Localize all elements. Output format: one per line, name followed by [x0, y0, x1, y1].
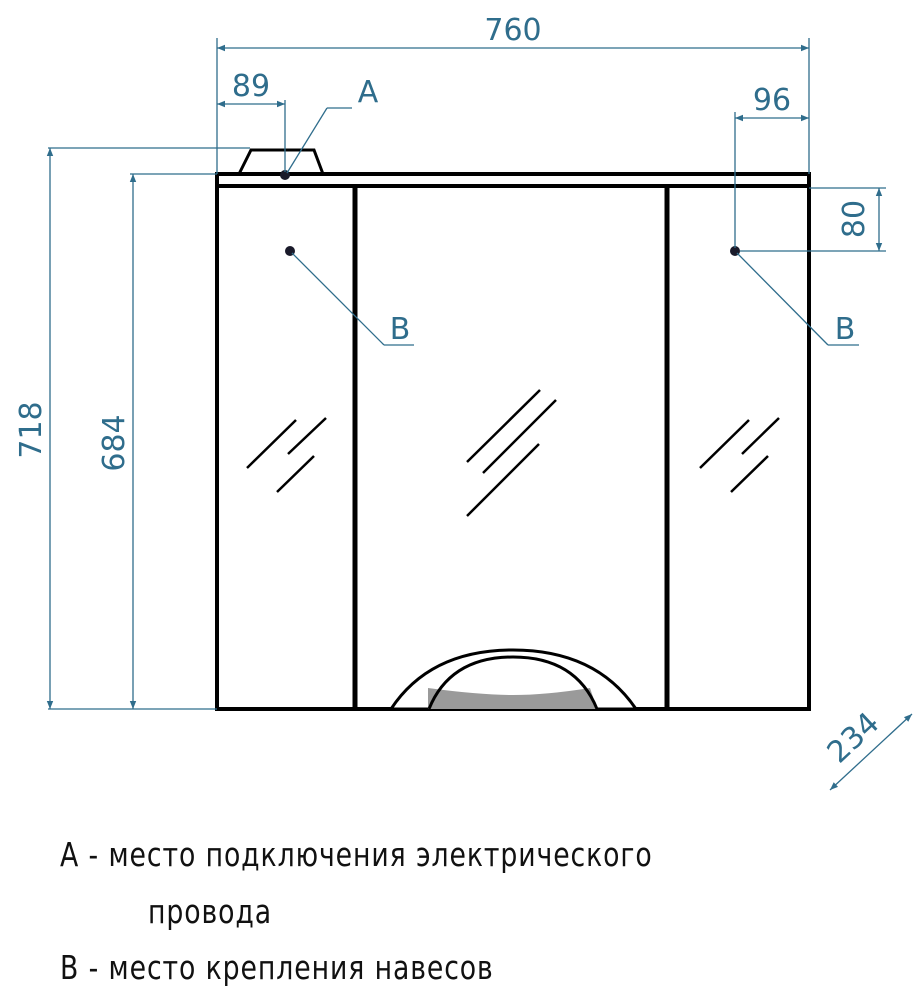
leader-b-left	[291, 252, 414, 346]
mirror-reflection-center	[466, 389, 557, 517]
dim-text-89: 89	[232, 69, 270, 104]
callout-b-right-label: B	[835, 312, 856, 347]
dim-text-718: 718	[14, 401, 49, 458]
dim-height-718	[46, 147, 250, 710]
mirror-reflection-left	[246, 417, 327, 493]
cabinet-outline	[215, 148, 811, 711]
bottom-arch	[388, 648, 639, 711]
legend-line-a: A - место подключения электрического	[60, 835, 653, 874]
callout-a-label: A	[358, 75, 379, 110]
dim-text-684: 684	[97, 414, 132, 471]
dim-depth-234	[829, 713, 913, 791]
dim-offset-96	[734, 112, 809, 248]
dim-height-684	[129, 173, 217, 709]
callout-b-left-label: B	[390, 312, 411, 347]
dim-offset-80	[740, 187, 886, 252]
dim-text-760: 760	[484, 13, 541, 48]
dim-text-80: 80	[837, 200, 872, 238]
leader-b-right	[736, 252, 859, 346]
dim-width-760	[216, 38, 810, 174]
dim-text-96: 96	[753, 83, 791, 118]
dim-text-234: 234	[821, 706, 887, 771]
legend-line-a-continued: провода	[148, 892, 273, 931]
dim-offset-89	[217, 100, 286, 172]
leader-a	[286, 107, 352, 174]
mirror-reflection-right	[699, 417, 780, 493]
legend-line-b: B - место крепления навесов	[60, 948, 494, 987]
